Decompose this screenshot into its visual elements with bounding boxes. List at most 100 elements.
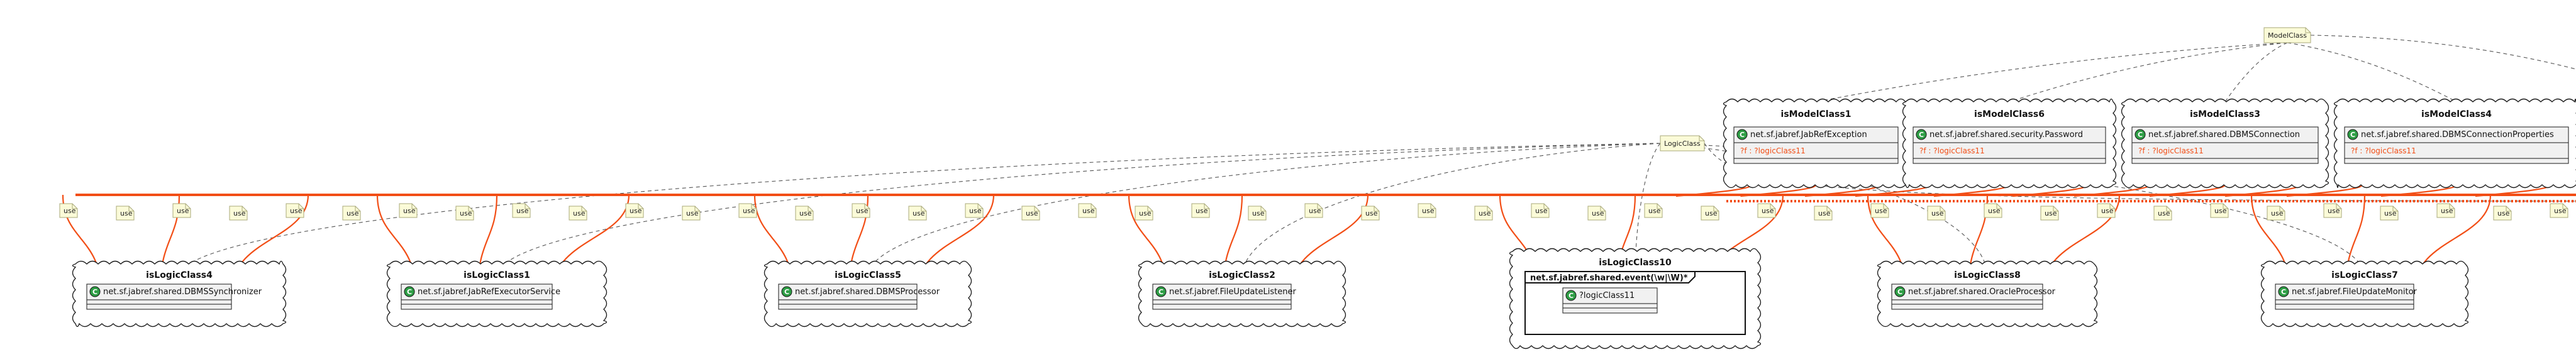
use-label-45-text: use — [2554, 207, 2567, 215]
use-label-12-fold — [694, 206, 700, 212]
use-label-2-text: use — [120, 209, 133, 217]
use-label-22-shape — [1248, 206, 1267, 221]
use-label-43-shape — [2436, 203, 2455, 218]
logic-class-name: ?logicClass11 — [1579, 291, 1635, 300]
logic-class-name: net.sf.jabref.JabRefExecutorService — [418, 287, 560, 297]
dashed-link-logic-2 — [496, 143, 1661, 277]
logic-class-icon — [781, 286, 792, 297]
use-label-17: use — [965, 203, 984, 218]
use-label-4-fold — [242, 206, 247, 212]
use-label-42-text: use — [2384, 209, 2397, 217]
use-label-24-text: use — [1365, 209, 1378, 217]
logic-class-box — [778, 283, 918, 310]
use-label-38: use — [2153, 206, 2172, 221]
model-cloud-title: isModelClass3 — [2190, 109, 2260, 119]
use-label-1: use — [59, 203, 78, 218]
use-label-31-text: use — [1762, 207, 1774, 215]
use-label-33-fold — [1883, 204, 1889, 209]
use-label-43: use — [2436, 203, 2455, 218]
use-label-18-text: use — [1026, 209, 1038, 217]
use-label-42-fold — [2392, 206, 2398, 212]
use-label-28: use — [1587, 206, 1606, 221]
use-label-45: use — [2550, 203, 2568, 218]
use-label-17-shape — [965, 203, 984, 218]
use-label-16-text: use — [913, 209, 925, 217]
use-label-35-shape — [1984, 203, 2002, 218]
model-class-icon — [2347, 129, 2358, 140]
use-label-9-text: use — [516, 207, 529, 215]
use-label-39-fold — [2223, 204, 2228, 209]
use-label-45-fold — [2562, 204, 2568, 209]
use-label-14-fold — [808, 206, 813, 212]
logic-class-name: net.sf.jabref.FileUpdateMonitor — [2292, 287, 2418, 297]
use-label-28-shape — [1587, 206, 1606, 221]
use-label-18-shape — [1021, 206, 1040, 221]
use-label-7-fold — [411, 204, 417, 209]
note-logicclass-text: LogicClass — [1664, 140, 1701, 148]
dashed-link-logic-1 — [179, 143, 1661, 277]
use-label-13-shape — [738, 203, 757, 218]
use-label-3-fold — [185, 204, 191, 209]
use-label-9: use — [512, 203, 531, 218]
note-modelclass-fold — [2305, 28, 2311, 33]
use-label-28-text: use — [1592, 209, 1604, 217]
use-label-3-shape — [172, 203, 191, 218]
use-label-37-shape — [2097, 203, 2116, 218]
use-label-27-shape — [1531, 203, 1550, 218]
logic-cloud-title: isLogicClass8 — [1954, 270, 2021, 280]
use-label-4-text: use — [233, 209, 246, 217]
use-label-30: use — [1701, 206, 1719, 221]
model-class-icon-letter: C — [1740, 131, 1745, 139]
use-label-22: use — [1248, 206, 1267, 221]
dependency-source-4-1 — [2286, 184, 2363, 197]
use-label-32-fold — [1826, 206, 1832, 212]
logic-class-icon — [1155, 286, 1167, 297]
use-label-8: use — [455, 206, 474, 221]
dashed-link-logic-5 — [1635, 143, 1661, 277]
use-label-19-fold — [1091, 204, 1096, 209]
use-label-27-text: use — [1535, 207, 1548, 215]
use-label-29-text: use — [1648, 207, 1661, 215]
use-label-7-text: use — [403, 207, 416, 215]
use-label-36-fold — [2053, 206, 2058, 212]
use-label-37-fold — [2109, 204, 2115, 209]
model-class-attr: ?f : ?logicClass11 — [2351, 146, 2416, 155]
use-label-30-text: use — [1705, 209, 1718, 217]
use-label-24-shape — [1361, 206, 1380, 221]
use-label-21-fold — [1204, 204, 1209, 209]
model-class-name: net.sf.jabref.JabRefException — [1750, 130, 1867, 140]
use-label-1-shape — [59, 203, 78, 218]
use-label-15-shape — [852, 203, 870, 218]
use-label-33-text: use — [1875, 207, 1887, 215]
note-logicclass-fold — [1699, 136, 1704, 141]
use-label-34-shape — [1927, 206, 1946, 221]
model-class-attr: ?f : ?logicClass11 — [1919, 146, 1985, 155]
logic-class-box — [401, 283, 553, 310]
use-label-7: use — [399, 203, 418, 218]
use-label-16-fold — [921, 206, 926, 212]
use-label-11-text: use — [630, 207, 642, 215]
logic-class-icon-letter: C — [1568, 292, 1574, 300]
model-class-name: net.sf.jabref.shared.security.Password — [1929, 130, 2083, 140]
dependency-source-3-2 — [2149, 184, 2226, 197]
dashed-link-model-offscreen — [2310, 35, 2576, 70]
use-label-30-fold — [1713, 206, 1719, 212]
use-label-41: use — [2323, 203, 2342, 218]
use-label-44: use — [2493, 206, 2512, 221]
use-label-12: use — [682, 206, 701, 221]
use-label-29: use — [1644, 203, 1663, 218]
model-class-icon-letter: C — [2138, 131, 2143, 139]
use-label-23-shape — [1304, 203, 1323, 218]
use-label-17-fold — [977, 204, 983, 209]
use-label-35-text: use — [1988, 207, 2001, 215]
dashed-link-logic-6 — [1660, 143, 1988, 277]
use-label-9-fold — [525, 204, 530, 209]
use-label-41-fold — [2336, 204, 2341, 209]
use-label-3: use — [172, 203, 191, 218]
logic-cloud-title: isLogicClass7 — [2331, 270, 2398, 280]
use-label-7-shape — [399, 203, 418, 218]
use-label-30-shape — [1701, 206, 1719, 221]
